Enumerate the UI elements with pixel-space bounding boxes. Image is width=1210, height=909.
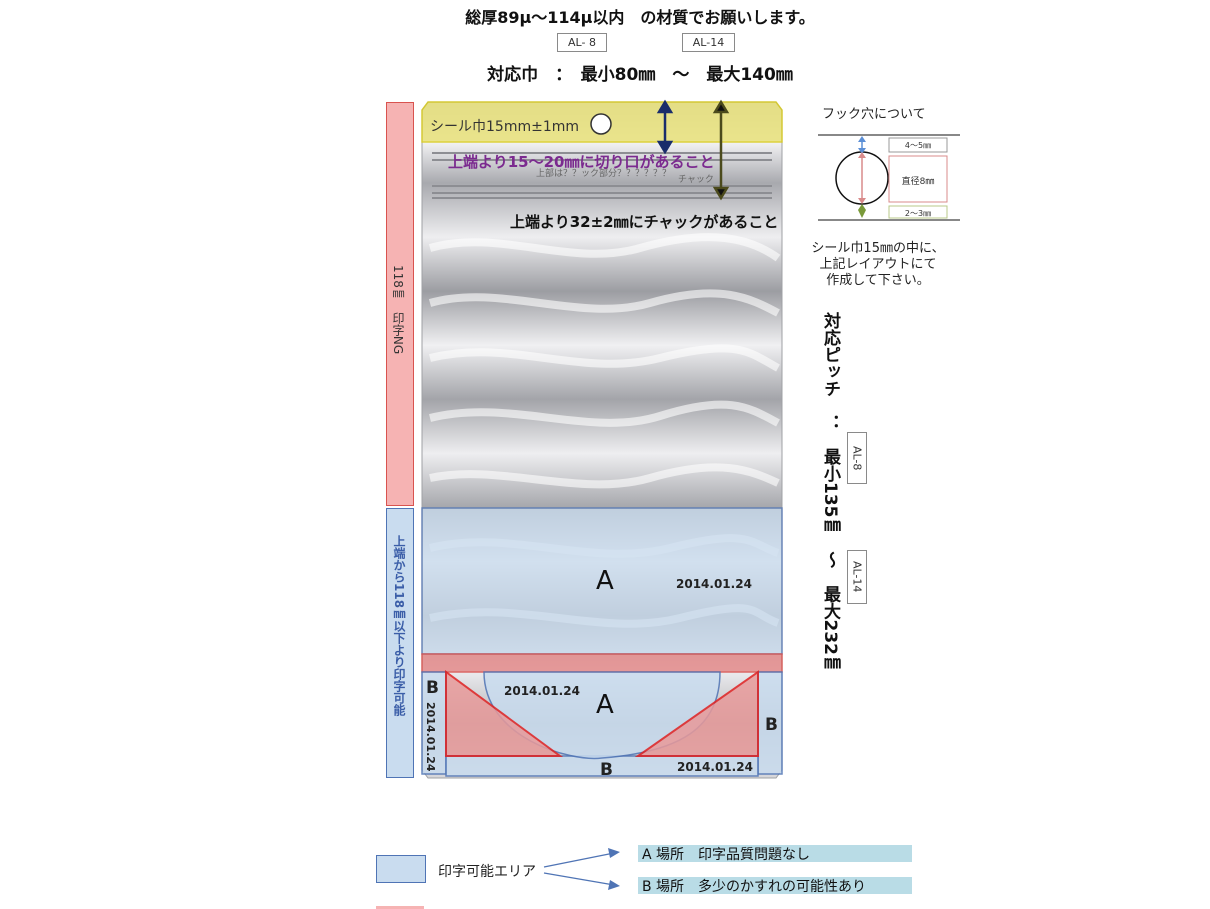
hook-dim-diameter: 直径8㎜ [901, 177, 935, 187]
width-tag-min: AL- 8 [557, 33, 607, 52]
zipper-lines [432, 152, 772, 199]
legend-swatch [376, 855, 426, 883]
legend-red-swatch-partial [376, 906, 424, 909]
area-b-right [757, 671, 783, 775]
thickness-note: 総厚89μ〜114μ以内 の材質でお願いします。 [465, 8, 815, 27]
area-b-right-label: B [765, 715, 778, 735]
hook-note-2: 上記レイアウトにて [819, 257, 937, 272]
legend-label: 印字可能エリア [438, 864, 536, 880]
zipper-distance-arrow [712, 99, 730, 201]
area-b-left [421, 671, 447, 775]
date-area-b-left: 2014.01.24 [424, 702, 437, 772]
area-b-left-label: B [426, 678, 439, 698]
zipper-position-note: 上端より32±2㎜にチャックがあること [510, 213, 779, 231]
print-ng-bar: 118㎜ 印字NG [386, 102, 414, 506]
gusset-triangle-left [445, 670, 564, 757]
hook-dim-bottom: 2〜3㎜ [904, 209, 932, 218]
width-range: 対応巾 ： 最小80㎜ 〜 最大140㎜ [487, 65, 793, 85]
area-a-zone [421, 507, 783, 655]
date-area-b-bottom: 2014.01.24 [677, 760, 753, 774]
area-b-bottom-label: B [600, 760, 613, 780]
print-sample-1: 上部は？？ック部分？？？？？？ [536, 169, 672, 179]
notch-position-note: 上端より15〜20㎜に切り口があること [448, 153, 715, 171]
hook-hole [590, 113, 612, 135]
print-sample-2: チャック [678, 175, 714, 185]
width-tag-max: AL-14 [682, 33, 735, 52]
date-area-a2: 2014.01.24 [504, 684, 580, 698]
pitch-tag-min: AL-8 [847, 432, 867, 484]
hook-hole-title: フック穴について [822, 107, 926, 122]
pitch-tag-max: AL-14 [847, 550, 867, 604]
pouch-diagram [421, 99, 783, 779]
print-ng-label: 118㎜ 印字NG [391, 265, 405, 355]
seal-width-arrow [656, 99, 674, 155]
legend-a-text: A 場所 印字品質問題なし [638, 845, 912, 863]
print-ok-label: 上端から118㎜以下より印字可能 [392, 535, 406, 717]
hook-dim-top: 4〜5㎜ [904, 141, 932, 150]
legend-b-text: B 場所 多少のかすれの可能性あり [638, 877, 912, 895]
gusset-seal-band [421, 653, 783, 673]
legend-arrows [543, 848, 620, 890]
area-a2-label: A [596, 690, 614, 720]
area-a-label: A [596, 566, 614, 596]
seal-width-label: シール巾15mm±1mm [430, 119, 580, 135]
print-ok-bar: 上端から118㎜以下より印字可能 [386, 508, 414, 778]
hook-hole-detail [818, 134, 960, 221]
gusset-triangle-right [634, 670, 759, 757]
pitch-range: 対応ピッチ ： 最小135㎜ 〜 最大232㎜ [820, 312, 840, 672]
hook-note-1: シール巾15㎜の中に、 [811, 241, 945, 256]
hook-note-3: 作成して下さい。 [826, 273, 930, 288]
date-area-a: 2014.01.24 [676, 577, 752, 591]
